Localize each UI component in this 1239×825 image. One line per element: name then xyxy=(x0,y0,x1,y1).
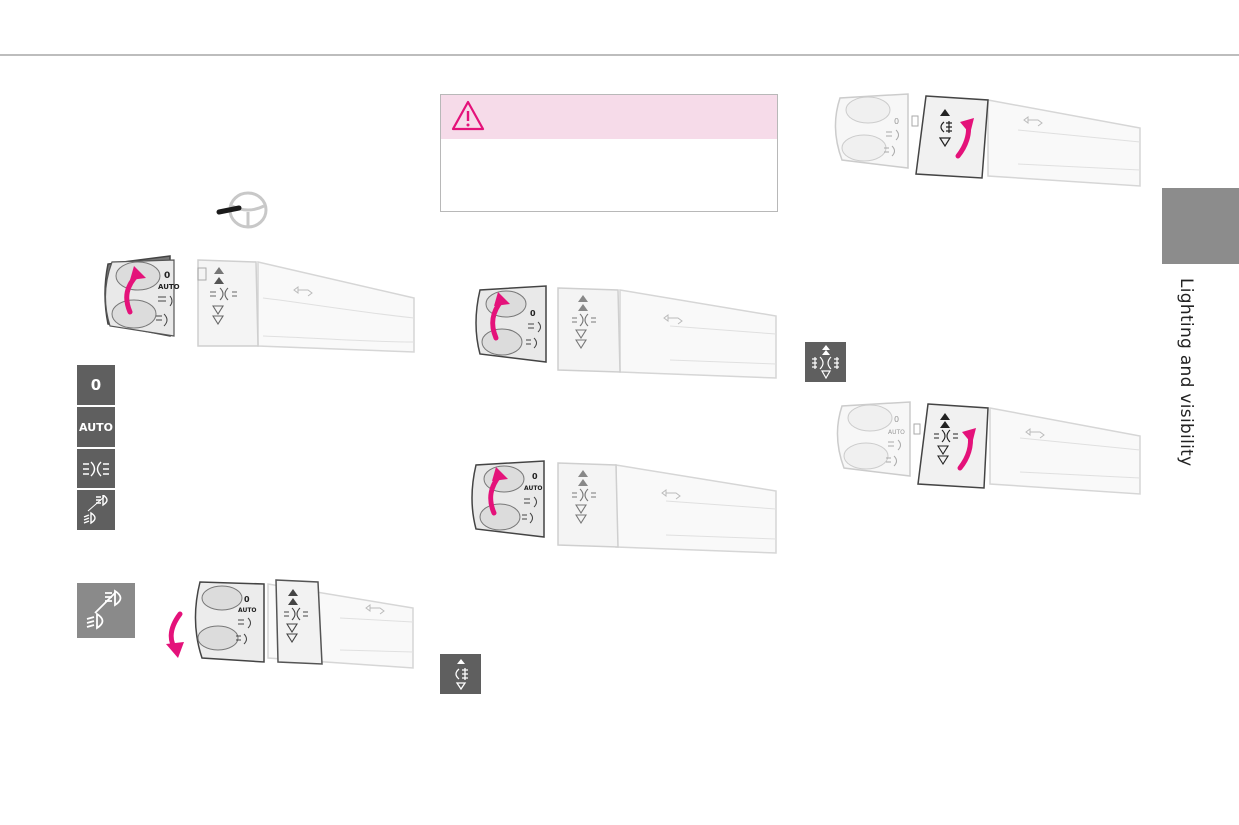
fog-lamps-icon xyxy=(805,342,846,382)
fog-lamp-ring-stalk-2: 0 AUTO xyxy=(836,401,1141,495)
fog-lamp-ring-stalk-1: 0 xyxy=(834,93,1141,187)
lighting-stalk-rotate-2: 0 xyxy=(475,285,777,379)
svg-text:0: 0 xyxy=(894,117,899,126)
lights-off-label: 0 xyxy=(90,376,102,394)
lighting-stalk-pull: 0 AUTO xyxy=(166,579,414,669)
warning-box xyxy=(440,94,778,212)
dipped-main-beam-icon xyxy=(77,583,135,638)
svg-text:AUTO: AUTO xyxy=(238,607,257,614)
lights-off-icon: 0 xyxy=(77,365,115,405)
top-rule xyxy=(0,54,1239,56)
svg-text:AUTO: AUTO xyxy=(888,429,905,436)
warning-header xyxy=(441,95,777,139)
auto-lighting-label: AUTO xyxy=(79,420,113,434)
steering-wheel-icon xyxy=(216,191,268,229)
section-tab xyxy=(1162,188,1239,264)
lighting-stalk-rotate-3: 0 AUTO xyxy=(471,460,777,554)
section-title: Lighting and visibility xyxy=(1176,278,1196,467)
warning-triangle-icon xyxy=(451,100,485,131)
sidelamps-icon xyxy=(77,449,115,488)
stalk-label-auto: AUTO xyxy=(158,283,180,291)
lighting-stalk-rotate: 0 AUTO xyxy=(104,255,415,353)
svg-text:AUTO: AUTO xyxy=(524,485,543,492)
auto-lighting-icon: AUTO xyxy=(77,407,115,447)
stalk-label-off: 0 xyxy=(164,271,170,281)
svg-text:0: 0 xyxy=(244,595,250,604)
svg-text:0: 0 xyxy=(894,415,899,424)
svg-text:0: 0 xyxy=(532,472,538,481)
fog-lamps-icon xyxy=(440,654,481,694)
svg-text:0: 0 xyxy=(530,309,536,318)
dipped-main-beam-icon xyxy=(77,490,115,530)
